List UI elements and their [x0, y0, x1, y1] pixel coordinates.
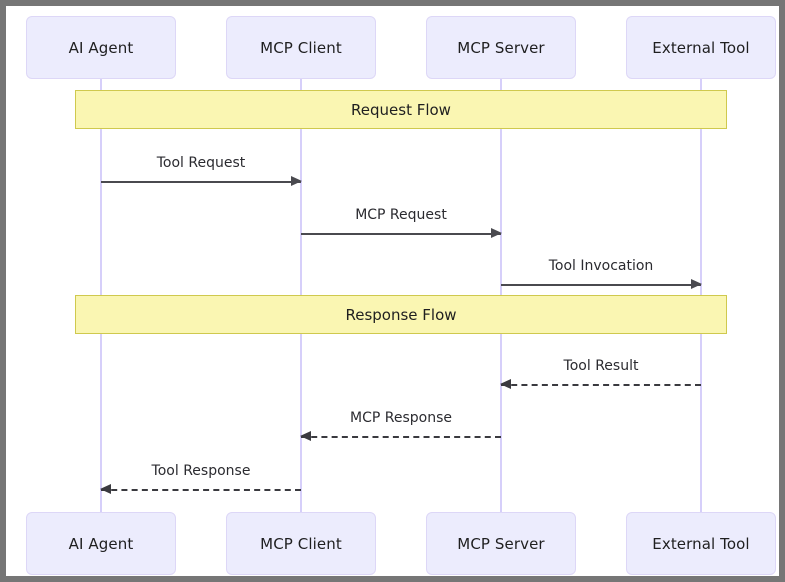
participant-label: MCP Server	[457, 534, 545, 553]
arrowhead-mcp-response-icon	[300, 431, 311, 441]
message-tool-response: Tool Response	[100, 463, 301, 494]
message-mcp-response: MCP Response	[300, 410, 501, 441]
participant-label: External Tool	[652, 534, 750, 553]
message-label-tool-request: Tool Request	[156, 155, 246, 171]
message-mcp-request: MCP Request	[301, 207, 502, 238]
message-tool-result: Tool Result	[500, 358, 701, 389]
arrowhead-tool-response-icon	[100, 484, 111, 494]
participant-header-mcp-client[interactable]: MCP Client	[226, 16, 376, 79]
message-label-tool-response: Tool Response	[151, 463, 251, 479]
message-line-tool-request	[101, 181, 301, 183]
participant-footer-mcp-server[interactable]: MCP Server	[426, 512, 576, 575]
message-label-tool-result: Tool Result	[563, 358, 639, 374]
message-tool-request: Tool Request	[101, 155, 302, 186]
participant-label: MCP Server	[457, 38, 545, 57]
participant-label: AI Agent	[68, 38, 134, 57]
message-line-tool-invocation	[501, 284, 701, 286]
participant-footer-external-tool[interactable]: External Tool	[626, 512, 776, 575]
section-band-request-flow[interactable]: Request Flow	[75, 90, 727, 129]
participant-header-mcp-server[interactable]: MCP Server	[426, 16, 576, 79]
message-label-mcp-request: MCP Request	[355, 207, 447, 223]
message-tool-invocation: Tool Invocation	[501, 258, 702, 289]
participant-label: MCP Client	[260, 534, 342, 553]
participant-label: External Tool	[652, 38, 750, 57]
message-label-tool-invocation: Tool Invocation	[548, 258, 654, 274]
message-line-tool-response	[101, 489, 301, 491]
arrowhead-tool-result-icon	[500, 379, 511, 389]
message-line-mcp-response	[301, 436, 501, 438]
message-line-tool-result	[501, 384, 701, 386]
arrowhead-mcp-request-icon	[491, 228, 502, 238]
arrowhead-tool-invocation-icon	[691, 279, 702, 289]
participant-footer-ai-agent[interactable]: AI Agent	[26, 512, 176, 575]
message-line-mcp-request	[301, 233, 501, 235]
participant-label: MCP Client	[260, 38, 342, 57]
section-band-label: Request Flow	[351, 100, 451, 119]
section-band-label: Response Flow	[345, 305, 457, 324]
message-label-mcp-response: MCP Response	[350, 410, 452, 426]
participant-header-ai-agent[interactable]: AI Agent	[26, 16, 176, 79]
participant-label: AI Agent	[68, 534, 134, 553]
section-band-response-flow[interactable]: Response Flow	[75, 295, 727, 334]
participant-footer-mcp-client[interactable]: MCP Client	[226, 512, 376, 575]
participant-header-external-tool[interactable]: External Tool	[626, 16, 776, 79]
arrowhead-tool-request-icon	[291, 176, 302, 186]
